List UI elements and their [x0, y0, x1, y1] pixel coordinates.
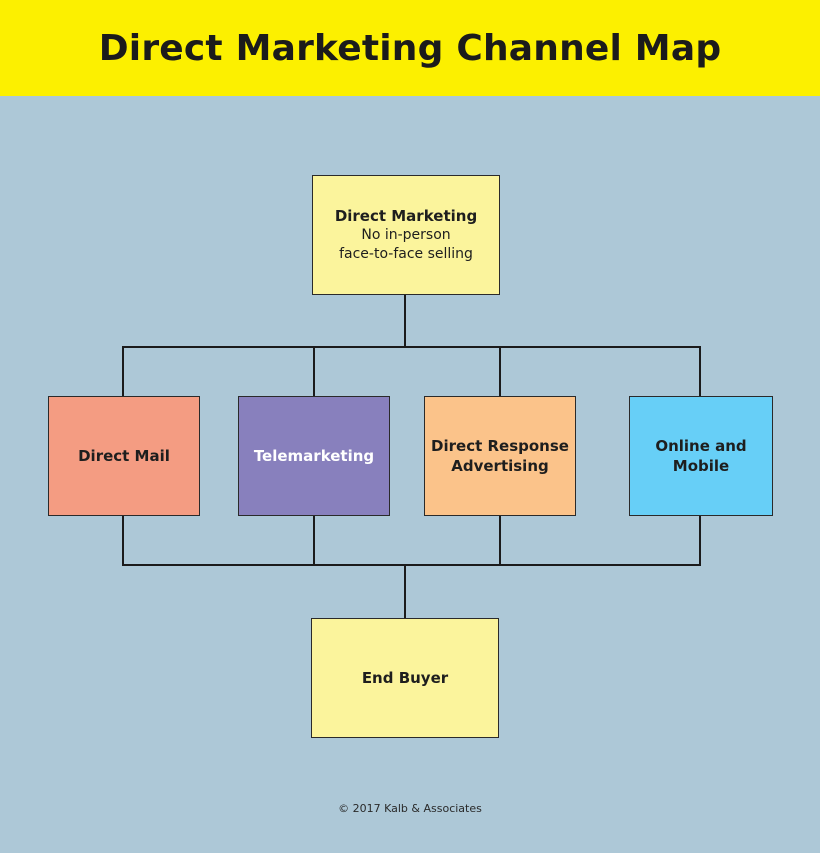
node-direct-marketing-title: Direct Marketing [334, 206, 478, 225]
node-direct-marketing: Direct Marketing No in-person face-to-fa… [312, 175, 500, 295]
node-online-line2: Mobile [672, 457, 730, 475]
node-direct-marketing-line2: face-to-face selling [339, 246, 473, 263]
node-telemarketing-title: Telemarketing [253, 446, 375, 465]
node-direct-response-advertising: Direct Response Advertising [424, 396, 576, 516]
node-online-and-mobile: Online and Mobile [629, 396, 773, 516]
node-direct-mail-title: Direct Mail [78, 446, 170, 465]
node-telemarketing: Telemarketing [238, 396, 390, 516]
copyright-notice: © 2017 Kalb & Associates [338, 802, 482, 815]
node-direct-mail: Direct Mail [48, 396, 200, 516]
node-end-buyer: End Buyer [311, 618, 499, 738]
node-direct-response-line2: Advertising [451, 457, 549, 475]
node-end-buyer-title: End Buyer [361, 668, 449, 687]
node-direct-response-title: Direct Response [431, 436, 569, 455]
node-online-title: Online and [655, 436, 747, 455]
header-banner: Direct Marketing Channel Map [0, 0, 820, 96]
page-title: Direct Marketing Channel Map [98, 27, 722, 69]
node-direct-marketing-line1: No in-person [361, 227, 451, 244]
